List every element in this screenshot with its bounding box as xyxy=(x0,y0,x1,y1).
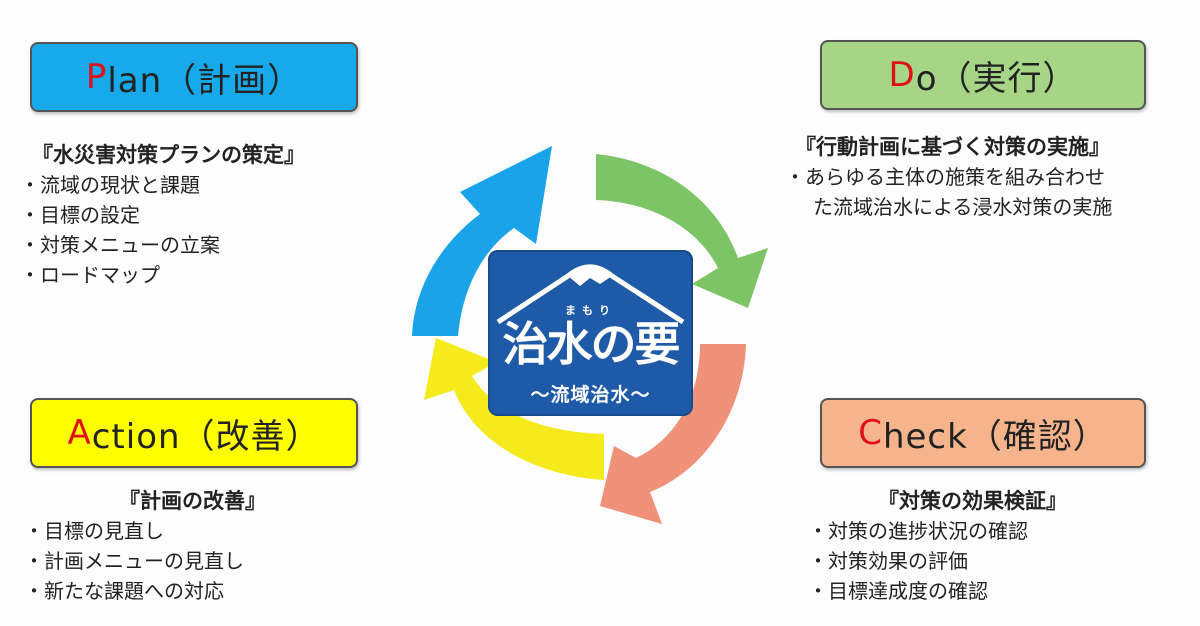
list-item: 計画メニューの見直し xyxy=(24,546,444,576)
do-body-line: た流域治水による浸水対策の実施 xyxy=(813,195,1113,219)
list-item: 対策効果の評価 xyxy=(808,546,1188,576)
list-item: ロードマップ xyxy=(20,260,440,290)
plan-section: 『水災害対策プランの策定』 流域の現状と課題 目標の設定 対策メニューの立案 ロ… xyxy=(20,140,440,290)
list-item: 目標の見直し xyxy=(24,516,444,546)
check-arrow xyxy=(600,344,746,524)
check-list: 対策の進捗状況の確認 対策効果の評価 目標達成度の確認 xyxy=(808,516,1188,606)
plan-initial: P xyxy=(85,57,108,97)
list-item: 対策の進捗状況の確認 xyxy=(808,516,1188,546)
plan-title: lan（計画） xyxy=(107,60,303,101)
plan-heading: 『水災害対策プランの策定』 xyxy=(32,143,305,167)
list-item: 流域の現状と課題 xyxy=(20,170,440,200)
action-heading: 『計画の改善』 xyxy=(119,489,266,513)
logo-title: 治水の要 xyxy=(502,317,681,371)
action-initial: A xyxy=(67,413,92,453)
do-title: o（実行） xyxy=(915,58,1078,99)
do-heading: 『行動計画に基づく対策の実施』 xyxy=(795,135,1110,159)
check-title: heck（確認） xyxy=(882,416,1108,457)
plan-list: 流域の現状と課題 目標の設定 対策メニューの立案 ロードマップ xyxy=(20,170,440,290)
check-heading: 『対策の効果検証』 xyxy=(878,489,1067,513)
chisui-no-kaname-logo: まもり 治水の要 ～流域治水～ xyxy=(488,250,693,416)
logo-ruby: まもり xyxy=(565,304,616,317)
check-initial: C xyxy=(858,413,883,453)
pdca-cycle-arrows xyxy=(412,146,768,524)
do-body-line: ・あらゆる主体の施策を組み合わせ xyxy=(785,165,1105,189)
do-section: 『行動計画に基づく対策の実施』 ・あらゆる主体の施策を組み合わせ た流域治水によ… xyxy=(785,132,1200,222)
list-item: 目標達成度の確認 xyxy=(808,576,1188,606)
action-section: 『計画の改善』 目標の見直し 計画メニューの見直し 新たな課題への対応 xyxy=(24,486,444,606)
action-title: ction（改善） xyxy=(91,416,321,457)
action-list: 目標の見直し 計画メニューの見直し 新たな課題への対応 xyxy=(24,516,444,606)
action-arrow xyxy=(424,338,604,480)
check-section: 『対策の効果検証』 対策の進捗状況の確認 対策効果の評価 目標達成度の確認 xyxy=(808,486,1188,606)
do-initial: D xyxy=(888,55,916,95)
plan-arrow xyxy=(412,146,552,336)
logo-subtitle: ～流域治水～ xyxy=(530,384,651,406)
list-item: 対策メニューの立案 xyxy=(20,230,440,260)
list-item: 新たな課題への対応 xyxy=(24,576,444,606)
list-item: 目標の設定 xyxy=(20,200,440,230)
mountain-icon xyxy=(496,264,685,325)
do-arrow xyxy=(596,154,768,308)
